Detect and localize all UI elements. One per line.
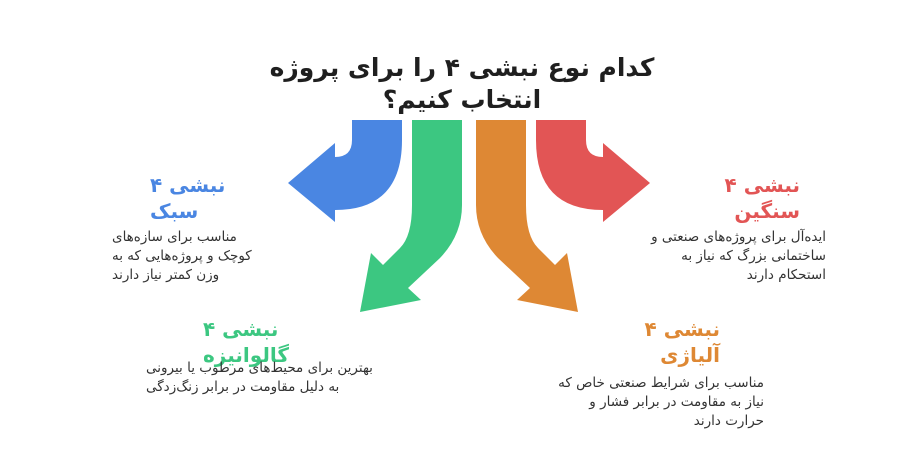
diagram-title: کدام نوع نبشی ۴ را برای پروژه انتخاب کنی… [269, 53, 655, 114]
alloy-angle-heading: نبشی ۴ آلیاژی [644, 317, 720, 367]
orange-arrow [476, 120, 578, 312]
heavy-angle-heading: نبشی ۴ سنگین [724, 173, 800, 223]
light-angle-description: مناسب برای سازه‌های کوچک و پروژه‌هایی که… [112, 229, 252, 283]
light-angle-heading: نبشی ۴ سبک [150, 173, 226, 223]
galvanized-angle-description: بهترین برای محیط‌های مرطوب یا بیرونی به … [146, 360, 373, 395]
blue-arrow [288, 120, 402, 222]
galvanized-angle-heading: نبشی ۴ گالوانیزه [203, 317, 289, 367]
green-arrow [360, 120, 462, 312]
heavy-angle-description: ایده‌آل برای پروژه‌های صنعتی و ساختمانی … [651, 229, 826, 283]
red-arrow [536, 120, 650, 222]
alloy-angle-description: مناسب برای شرایط صنعتی خاص که نیاز به مق… [558, 375, 764, 429]
